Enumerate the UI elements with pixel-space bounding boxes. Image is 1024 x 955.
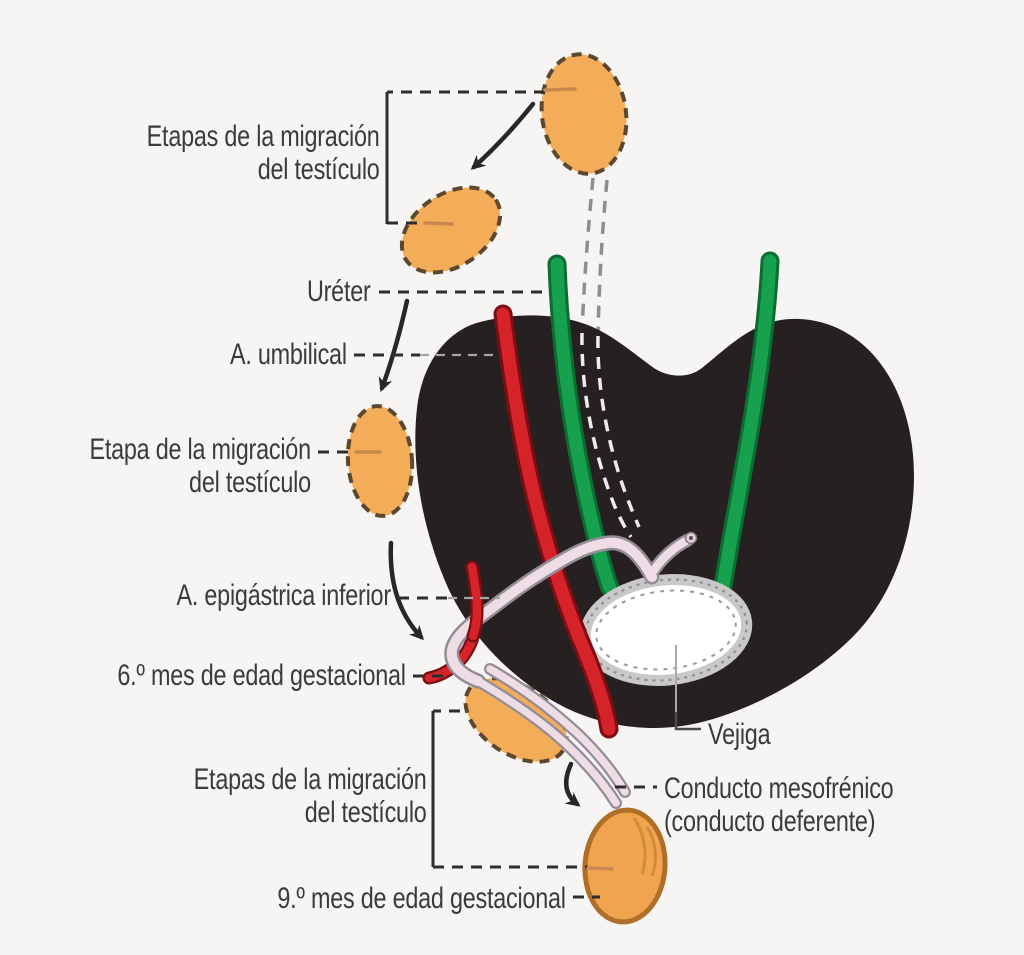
annotation-lines [318,87,701,899]
migration-path-upper [580,177,609,337]
ureter-left [547,254,620,598]
label-month-9: 9.º mes de edad gestacional [277,882,567,915]
ureter-right [712,251,780,602]
testis-stage-1 [539,52,629,176]
mesonephric-duct [444,531,698,809]
testis-stage-2 [399,185,503,275]
arrow-stage1-to-2 [470,101,536,170]
arrow-stage2-to-3 [378,298,410,393]
testis-stage-3 [345,404,415,518]
pelvis-shape [415,315,914,728]
bladder-shape [579,574,753,686]
arrow-duct-to-scrotum [563,761,581,807]
umbilical-artery [493,304,619,739]
label-stages-top: Etapas de la migración del testículo [147,120,380,186]
label-bladder: Vejiga [708,718,771,751]
bracket-stages-top [385,87,577,226]
label-month-6: 6.º mes de edad gestacional [117,659,407,692]
label-duct: Conducto mesofrénico (conducto deferente… [664,772,894,838]
arrow-stage3-to-ring [388,540,424,641]
migration-path-lower [580,332,641,539]
label-umbilical-artery: A. umbilical [230,338,347,371]
bracket-stages-bottom [431,709,614,871]
testis-stage-5-month9 [582,807,668,925]
leader-bladder [674,645,701,731]
label-stage-mid: Etapa de la migración del testículo [89,433,312,499]
label-inferior-epigastric: A. epigástrica inferior [176,579,392,612]
migration-arrows [378,101,581,807]
label-ureter: Uréter [307,275,371,308]
epigastric-over-duct [465,560,484,643]
label-stages-bottom: Etapas de la migración del testículo [194,763,427,829]
